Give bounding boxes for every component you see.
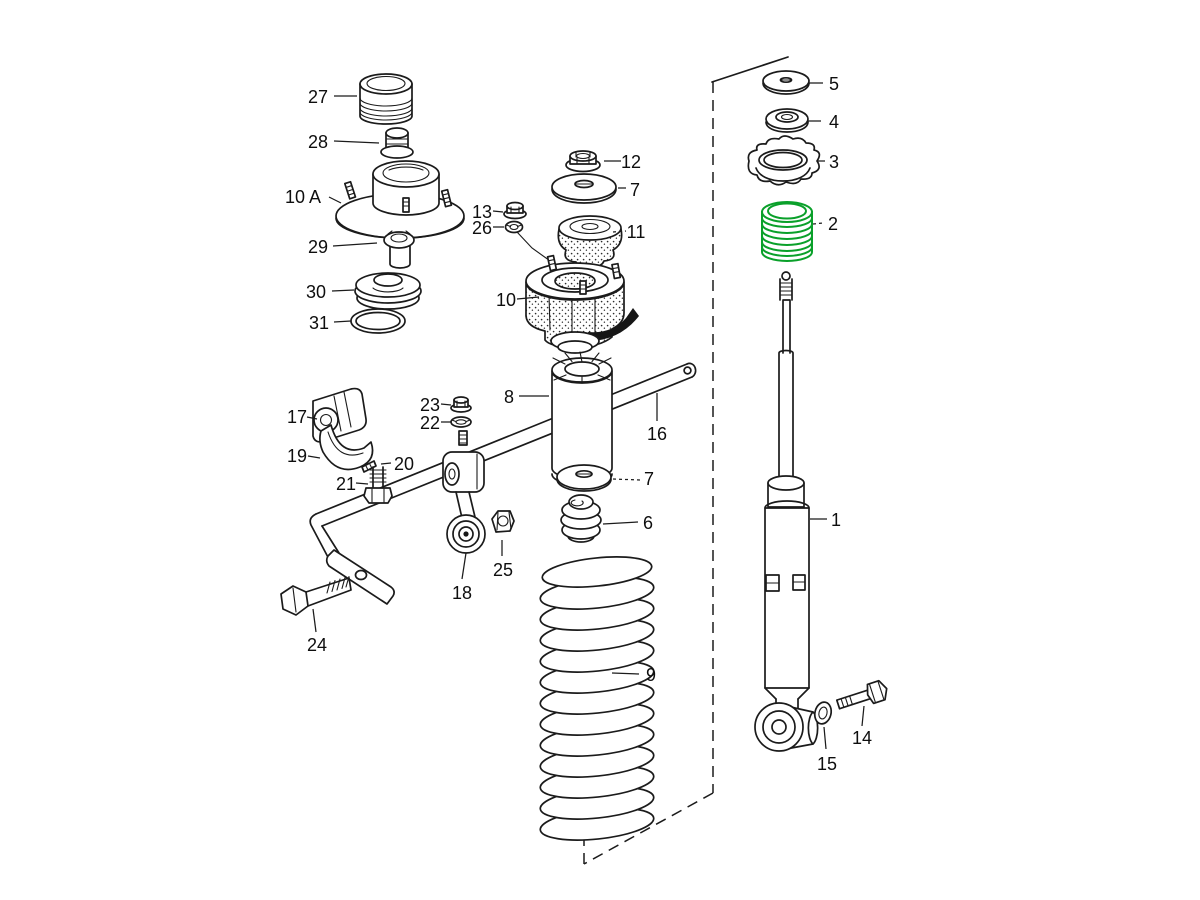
part-1-shock-absorber	[754, 271, 819, 752]
part-label-7-top: 7	[630, 180, 640, 200]
part-label-24: 24	[307, 635, 327, 655]
part-18-drop-link	[442, 430, 486, 554]
part-7-washer-mid	[556, 464, 612, 492]
part-label-12: 12	[621, 152, 641, 172]
part-28-plug	[380, 127, 414, 159]
part-label-1: 1	[831, 510, 841, 530]
assembly-boundary-lines	[583, 56, 789, 865]
part-label-20: 20	[394, 454, 414, 474]
part-label-4: 4	[829, 112, 839, 132]
part-label-19: 19	[287, 446, 307, 466]
part-30-grooved-ring	[354, 272, 422, 310]
part-label-26: 26	[472, 218, 492, 238]
callout-labels: 27 28 10 A 29 30 31 12 7 13 26 11 10 8 1…	[285, 74, 872, 774]
part-label-17: 17	[287, 407, 307, 427]
part-27-threaded-cap	[359, 73, 413, 125]
part-13-flange-nut	[503, 201, 527, 220]
part-22-washer	[450, 416, 472, 428]
part-29-bushing	[383, 230, 415, 269]
part-label-25: 25	[493, 560, 513, 580]
part-label-31: 31	[309, 313, 329, 333]
part-label-11: 11	[627, 222, 646, 242]
part-label-28: 28	[308, 132, 328, 152]
part-19-bracket	[319, 424, 374, 471]
part-15-washer	[813, 701, 833, 725]
part-label-21: 21	[336, 474, 356, 494]
leader-lines	[306, 82, 865, 750]
part-4-domed-washer	[765, 108, 809, 133]
part-label-7-mid: 7	[644, 469, 654, 489]
part-label-6: 6	[643, 513, 653, 533]
part-label-9: 9	[646, 665, 656, 685]
part-label-27: 27	[308, 87, 328, 107]
part-26-slotted-washer	[504, 220, 554, 264]
part-label-23: 23	[420, 395, 440, 415]
part-label-18: 18	[452, 583, 472, 603]
part-21-bolt	[363, 466, 393, 504]
part-2-threaded-sleeve-highlighted	[761, 201, 813, 262]
part-label-30: 30	[306, 282, 326, 302]
part-label-8: 8	[504, 387, 514, 407]
part-label-15: 15	[817, 754, 837, 774]
part-10-strut-mount	[525, 254, 639, 354]
part-label-10: 10	[496, 290, 516, 310]
part-24-bolt	[280, 575, 352, 616]
part-label-5: 5	[829, 74, 839, 94]
part-label-2: 2	[828, 214, 838, 234]
part-23-nut	[450, 396, 472, 413]
part-label-13: 13	[472, 202, 492, 222]
part-11-rubber-buffer	[557, 215, 623, 268]
part-14-bolt	[835, 679, 888, 710]
part-label-10a: 10 A	[285, 187, 321, 207]
part-label-3: 3	[829, 152, 839, 172]
part-9-coil-spring	[539, 556, 655, 841]
part-10a-strut-mount	[335, 160, 465, 239]
part-12-lock-nut	[565, 150, 601, 173]
part-20-pin	[361, 460, 377, 473]
part-label-14: 14	[852, 728, 872, 748]
part-label-22: 22	[420, 413, 440, 433]
part-label-16: 16	[647, 424, 667, 444]
part-3-spring-seat-ring	[747, 135, 821, 186]
part-7-washer-top	[551, 173, 617, 204]
part-5-washer	[762, 70, 810, 95]
part-6-bump-stop	[560, 494, 602, 543]
part-25-hex-nut	[491, 510, 515, 533]
part-label-29: 29	[308, 237, 328, 257]
part-31-seal-ring	[350, 308, 406, 334]
